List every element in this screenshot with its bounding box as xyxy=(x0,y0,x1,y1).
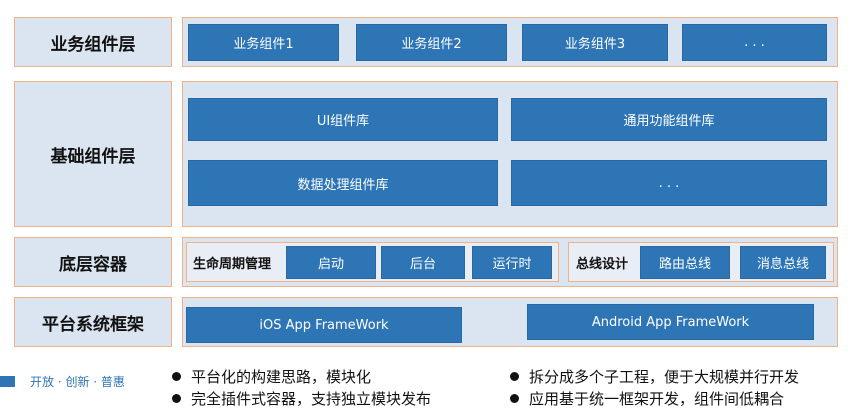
data-processing-library: 数据处理组件库 xyxy=(188,160,498,206)
business-component-1: 业务组件1 xyxy=(188,24,339,61)
brand-bar xyxy=(0,376,15,387)
platform-layer-label: 平台系统框架 xyxy=(42,314,144,335)
foundation-component-more: . . . xyxy=(511,160,827,206)
business-component-3: 业务组件3 xyxy=(522,24,668,61)
bullet-dot-icon xyxy=(510,372,519,381)
bullet-text: 应用基于统一框架开发，组件间低耦合 xyxy=(529,390,785,408)
bullet-text: 平台化的构建思路，模块化 xyxy=(191,368,372,386)
common-function-library: 通用功能组件库 xyxy=(511,98,827,141)
route-bus: 路由总线 xyxy=(640,246,730,279)
bus-label: 总线设计 xyxy=(576,256,629,272)
bullet-item-1: 平台化的构建思路，模块化 xyxy=(172,366,371,387)
android-framework: Android App FrameWork xyxy=(527,304,814,340)
message-bus: 消息总线 xyxy=(740,246,826,279)
lifecycle-start: 启动 xyxy=(286,246,376,279)
ios-framework: iOS App FrameWork xyxy=(186,307,462,343)
bullet-item-4: 应用基于统一框架开发，组件间低耦合 xyxy=(510,388,784,409)
bullet-dot-icon xyxy=(510,394,519,403)
container-layer-label-panel xyxy=(14,237,172,287)
bullet-item-2: 拆分成多个子工程，便于大规模并行开发 xyxy=(510,366,799,387)
bullet-dot-icon xyxy=(172,394,181,403)
foundation-layer-label-panel xyxy=(14,81,172,227)
slogan: 开放 · 创新 · 普惠 xyxy=(30,375,125,389)
lifecycle-background: 后台 xyxy=(381,246,465,279)
lifecycle-label: 生命周期管理 xyxy=(193,256,272,272)
business-layer-label: 业务组件层 xyxy=(50,34,136,55)
foundation-layer-label: 基础组件层 xyxy=(50,146,136,167)
business-layer-label-panel xyxy=(14,17,172,67)
business-component-more: . . . xyxy=(682,24,827,61)
container-layer-label: 底层容器 xyxy=(59,254,127,275)
business-component-2: 业务组件2 xyxy=(356,24,507,61)
bullet-text: 拆分成多个子工程，便于大规模并行开发 xyxy=(529,368,800,386)
lifecycle-runtime: 运行时 xyxy=(472,246,552,279)
bullet-text: 完全插件式容器，支持独立模块发布 xyxy=(191,390,432,408)
bullet-item-3: 完全插件式容器，支持独立模块发布 xyxy=(172,388,431,409)
bullet-dot-icon xyxy=(172,372,181,381)
platform-layer-label-panel xyxy=(14,297,172,347)
ui-component-library: UI组件库 xyxy=(188,98,498,141)
